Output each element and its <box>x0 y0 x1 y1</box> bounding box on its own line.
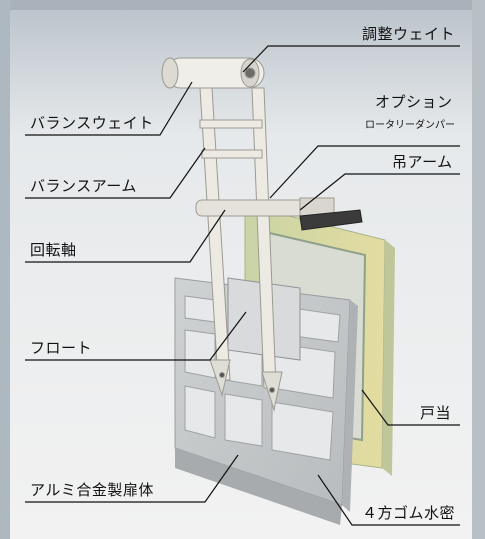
leader-lines <box>25 45 460 526</box>
label-rubber-seal: ４方ゴム水密 <box>362 504 456 522</box>
label-door-body: アルミ合金製扉体 <box>30 481 154 499</box>
label-option: オプション <box>375 93 453 111</box>
label-rotary-damper: ロータリーダンパー <box>365 120 455 131</box>
door-body-panel <box>174 277 358 525</box>
label-adjust-weight: 調整ウェイト <box>362 25 456 43</box>
label-balance-weight: バランスウェイト <box>30 114 154 132</box>
label-hanging-arm: 吊アーム <box>392 153 453 171</box>
label-rotation-shaft: 回転軸 <box>30 241 77 259</box>
label-float: フロート <box>30 339 93 357</box>
label-balance-arm: バランスアーム <box>30 177 137 195</box>
balance-arm-assembly <box>161 57 363 412</box>
label-door-stop: 戸当 <box>420 404 452 422</box>
